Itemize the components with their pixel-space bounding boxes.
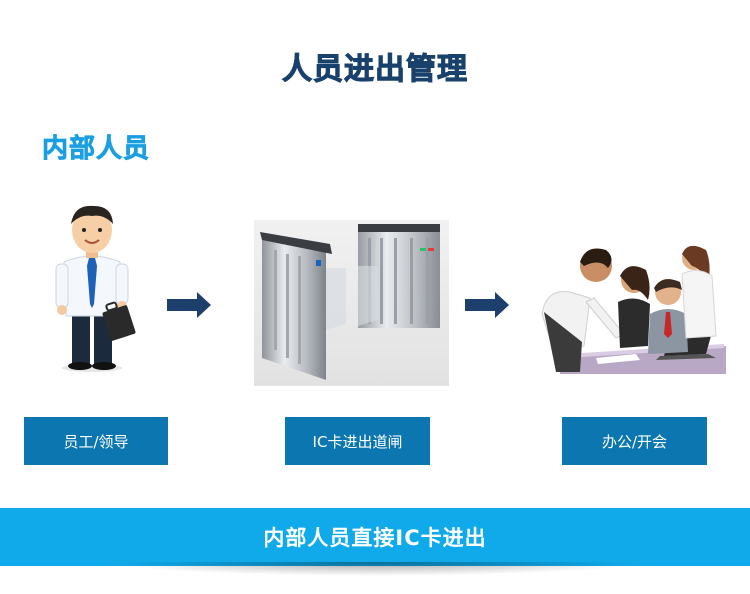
office-meeting-illustration — [541, 245, 726, 374]
step-label-employee: 员工/领导 — [24, 417, 168, 465]
turnstile-gate-illustration — [254, 220, 449, 386]
section-title: 内部人员 — [42, 134, 151, 165]
summary-banner: 内部人员直接IC卡进出 — [0, 508, 750, 566]
arrow-right-icon — [167, 292, 211, 318]
employee-illustration — [55, 205, 136, 372]
page-title: 人员进出管理 — [282, 52, 468, 88]
step-label-gate: IC卡进出道闸 — [285, 417, 430, 465]
step-label-office: 办公/开会 — [562, 417, 707, 465]
arrow-right-icon — [465, 292, 509, 318]
banner-shadow — [110, 562, 640, 576]
